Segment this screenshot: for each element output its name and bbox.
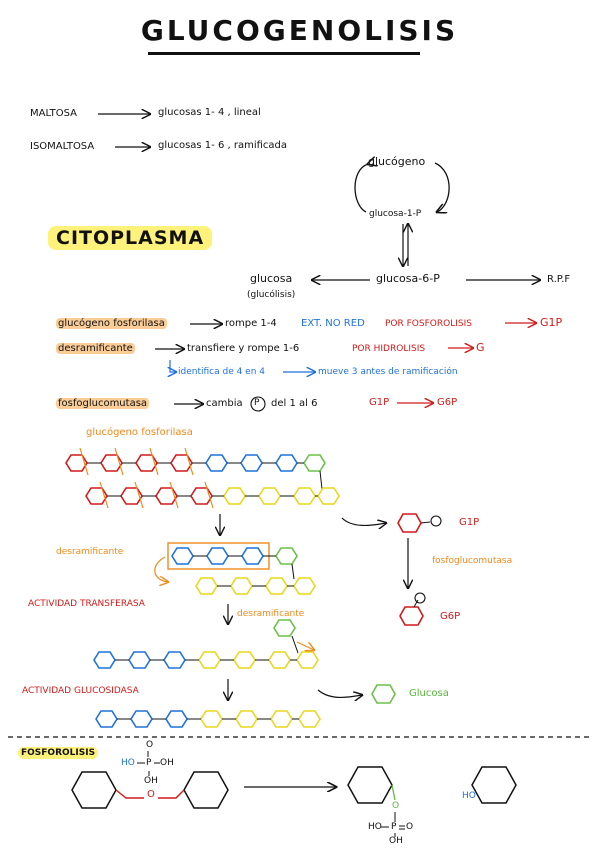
arrow-desram-cut: [296, 641, 314, 650]
arrow-to-g1p: [341, 517, 386, 525]
title-underline: [148, 52, 420, 55]
arrow-e2-detail: [170, 360, 176, 372]
enzyme-3-action-a: cambia: [206, 398, 243, 409]
phosphate-p: P: [146, 758, 152, 768]
enzyme-fosfoglucomutasa: fosfoglucomutasa: [56, 398, 150, 409]
phosphate-oh2: OH: [144, 776, 158, 786]
enzyme-2-detail-a: identifica de 4 en 4: [178, 367, 266, 377]
enzyme-glucogeno-fosforilasa: glucógeno fosforilasa: [56, 318, 167, 329]
product-phos-o: O: [406, 822, 414, 832]
maltosa-desc: glucosas 1- 4 , lineal: [158, 107, 261, 118]
isomaltosa-label: ISOMALTOSA: [30, 141, 95, 152]
cycle-arrow-right: [435, 162, 450, 212]
enzyme-1-mode: POR FOSFOROLISIS: [385, 319, 472, 329]
enzyme-3-name: fosfoglucomutasa: [56, 398, 150, 409]
section-citoplasma: CITOPLASMA: [48, 226, 213, 250]
g6p-phosphate-icon: [414, 592, 426, 604]
enzyme-2-name: desramificante: [56, 343, 135, 354]
g1p-phosphate-icon: [430, 515, 442, 527]
diagram-phos-label: glucógeno fosforilasa: [86, 427, 193, 438]
enzyme-3-p-circle: [250, 396, 266, 412]
arrow-desram-transfer: [154, 556, 168, 582]
enzyme-1-name: glucógeno fosforilasa: [56, 318, 167, 329]
free-ho: HO: [462, 791, 476, 801]
product-oxygen: O: [392, 801, 400, 811]
diagram-fosfoglucomutasa: fosfoglucomutasa: [432, 556, 513, 566]
phosphate-o-top: O: [146, 740, 154, 750]
diagram-g6p: G6P: [440, 611, 461, 622]
diagram-glucosa: Glucosa: [409, 688, 449, 699]
g1p-hexagon: [397, 513, 422, 533]
g6p-hexagon: [399, 606, 424, 626]
product-phos-oh: OH: [389, 836, 403, 846]
enzyme-2-detail-b: mueve 3 antes de ramificación: [318, 367, 458, 377]
diagram-desramificante-2: desramificante: [237, 609, 305, 619]
glucosa-hexagon: [371, 684, 396, 704]
diagram-desramificante-1: desramificante: [56, 547, 124, 557]
maltosa-label: MALTOSA: [30, 108, 78, 119]
section-citoplasma-text: CITOPLASMA: [48, 226, 213, 250]
enzyme-1-note: EXT. NO RED: [301, 318, 365, 329]
enzyme-3-p: P: [254, 398, 260, 408]
phosphate-oh1: OH: [160, 758, 174, 768]
product-phos-ho: HO: [368, 822, 382, 832]
cycle-glucosa-1-p: glucosa-1-P: [369, 209, 422, 219]
enzyme-desramificante: desramificante: [56, 343, 135, 354]
diagram-actividad-glucosidasa: ACTIVIDAD GLUCOSIDASA: [22, 686, 139, 696]
bridge-oxygen: O: [147, 789, 155, 800]
diagram-g1p: G1P: [459, 517, 480, 528]
fosforolisis-label: FOSFOROLISIS: [18, 747, 99, 759]
pathway-glucosa: glucosa: [250, 272, 293, 285]
cycle-arrow-left: [354, 164, 368, 213]
page-title: GLUCOGENOLISIS: [140, 14, 459, 47]
diagram-actividad-transferasa: ACTIVIDAD TRANSFERASA: [28, 599, 145, 609]
pathway-glucosa-6-p: glucosa-6-P: [376, 272, 440, 285]
enzyme-3-to: G6P: [437, 397, 458, 408]
enzyme-2-mode: POR HIDROLISIS: [352, 344, 426, 354]
fosforolisis-label-text: FOSFOROLISIS: [18, 747, 99, 759]
cycle-glucogeno: glucógeno: [368, 155, 426, 168]
product-phos-p: P: [391, 822, 397, 832]
enzyme-3-from: G1P: [369, 397, 390, 408]
enzyme-3-action-b: del 1 al 6: [271, 398, 318, 409]
fosforolisis-reaction: [71, 751, 517, 837]
phosphate-ho: HO: [121, 758, 135, 768]
enzyme-1-product: G1P: [540, 316, 563, 329]
arrow-to-glucosa: [317, 689, 362, 697]
pathway-glucolisis: (glucólisis): [247, 290, 296, 300]
enzyme-1-action: rompe 1-4: [225, 318, 277, 329]
glycogen-chains: [65, 447, 340, 728]
enzyme-2-action: transfiere y rompe 1-6: [187, 343, 300, 354]
enzyme-2-product: G: [476, 341, 485, 354]
isomaltosa-desc: glucosas 1- 6 , ramificada: [158, 140, 288, 151]
pathway-rpf: R.P.F: [547, 274, 571, 285]
